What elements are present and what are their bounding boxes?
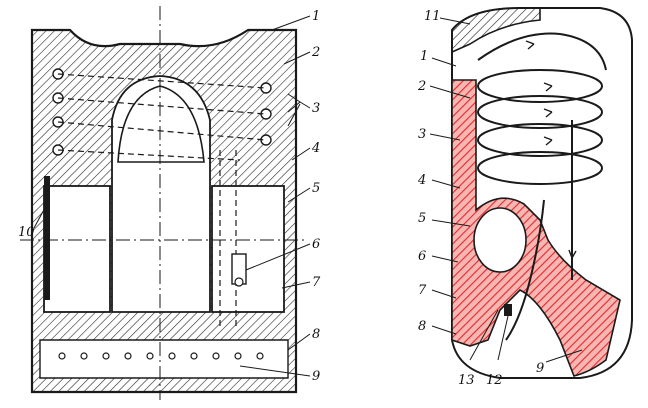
left-label-10: 10 [18,225,35,240]
left-label-2: 2 [311,45,320,60]
right-label-3: 3 [418,127,426,142]
piston-section-left: 1 2 3 4 5 6 7 8 9 10 [18,6,321,400]
left-label-8: 8 [312,327,320,342]
right-label-7: 7 [418,283,427,298]
right-label-1: 1 [420,49,428,64]
right-label-13: 13 [458,373,475,388]
left-label-3: 3 [312,101,320,116]
left-label-9: 9 [312,369,320,384]
left-label-6: 6 [312,237,320,252]
right-label-4: 4 [417,173,426,188]
right-label-8: 8 [418,319,426,334]
left-label-7: 7 [312,275,321,290]
right-label-6: 6 [418,249,426,264]
left-label-1: 1 [312,9,320,24]
right-label-12: 12 [486,373,503,388]
piston-cutaway-right: 11 1 2 3 4 5 6 7 8 13 12 9 [417,7,633,388]
right-label-9: 9 [536,361,544,376]
right-label-5: 5 [418,211,426,226]
left-label-4: 4 [311,141,320,156]
left-label-5: 5 [312,181,320,196]
right-label-11: 11 [424,9,441,24]
right-label-2: 2 [417,79,426,94]
